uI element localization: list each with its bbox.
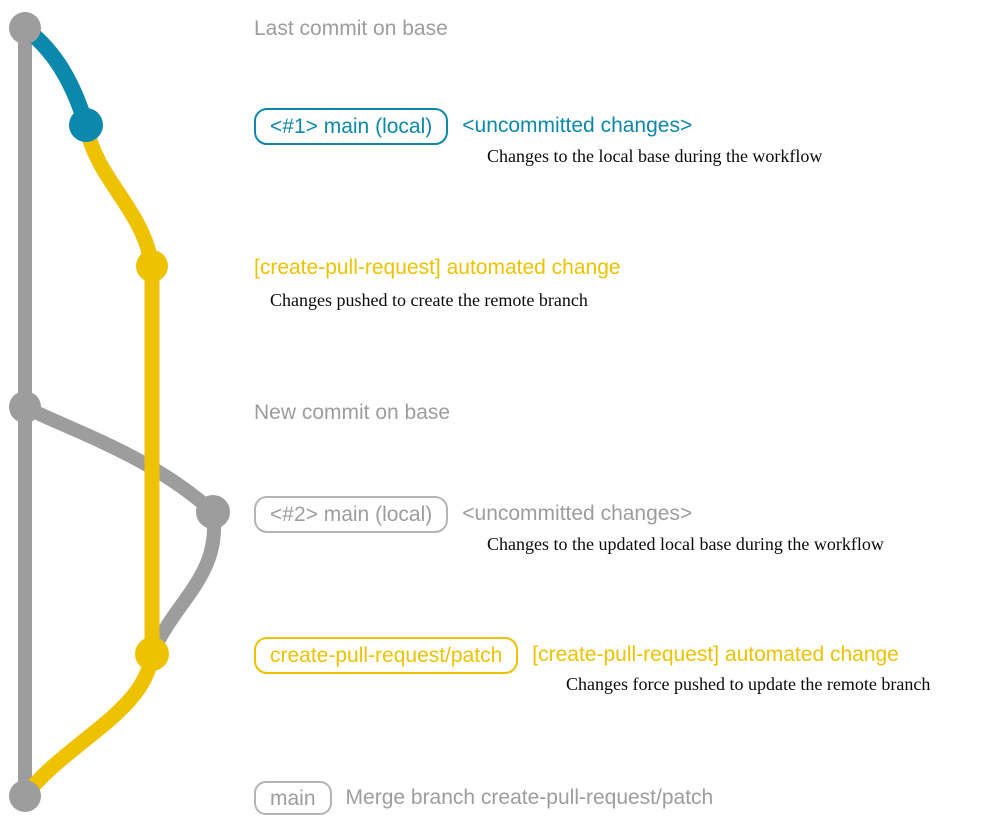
edge-local1-to-remote1 (78, 117, 160, 274)
commit-row-base-last: Last commit on base (254, 12, 448, 46)
commit-subject: [create-pull-request] automated change (254, 256, 621, 279)
commit-subject: <uncommitted changes> (462, 502, 693, 525)
edge-base-to-local2 (18, 400, 220, 519)
commit-node-local-1[interactable] (69, 108, 103, 142)
commit-subject: Last commit on base (254, 17, 448, 40)
commit-row-local-1: <#1> main (local) <uncommitted changes> (254, 107, 692, 145)
commit-subject: <uncommitted changes> (462, 114, 693, 137)
ref-badge-main[interactable]: main (254, 781, 332, 815)
commit-subject: [create-pull-request] automated change (532, 643, 899, 666)
commit-node-base-new[interactable] (9, 391, 41, 423)
commit-row-local-2: <#2> main (local) <uncommitted changes> (254, 495, 692, 533)
commit-row-merge: main Merge branch create-pull-request/pa… (254, 780, 713, 816)
commit-row-remote-2: create-pull-request/patch [create-pull-r… (254, 635, 899, 675)
commit-row-remote-1: [create-pull-request] automated change (254, 253, 621, 283)
commit-note-remote-2: Changes force pushed to update the remot… (566, 674, 931, 694)
commit-note-local-2: Changes to the updated local base during… (487, 534, 884, 554)
edge-remote-merge-to-base (17, 646, 160, 804)
ref-badge-main-local-1[interactable]: <#1> main (local) (254, 107, 449, 145)
commit-node-base-last[interactable] (9, 12, 41, 44)
commit-subject: New commit on base (254, 401, 451, 424)
commit-note-local-1: Changes to the local base during the wor… (487, 146, 823, 166)
commit-node-remote-2[interactable] (135, 637, 169, 671)
ref-badge-create-pull-request-patch[interactable]: create-pull-request/patch (254, 636, 519, 674)
commit-row-base-new: New commit on base (254, 396, 450, 430)
commit-node-merge[interactable] (9, 780, 41, 812)
commit-subject: Merge branch create-pull-request/patch (345, 786, 714, 809)
ref-badge-main-local-2[interactable]: <#2> main (local) (254, 495, 449, 533)
commit-node-local-2[interactable] (196, 495, 230, 529)
edge-base-to-local1 (17, 20, 94, 133)
commit-node-remote-1[interactable] (136, 250, 168, 282)
commit-note-remote-1: Changes pushed to create the remote bran… (270, 290, 588, 310)
edge-local2-to-remote2 (145, 505, 222, 661)
